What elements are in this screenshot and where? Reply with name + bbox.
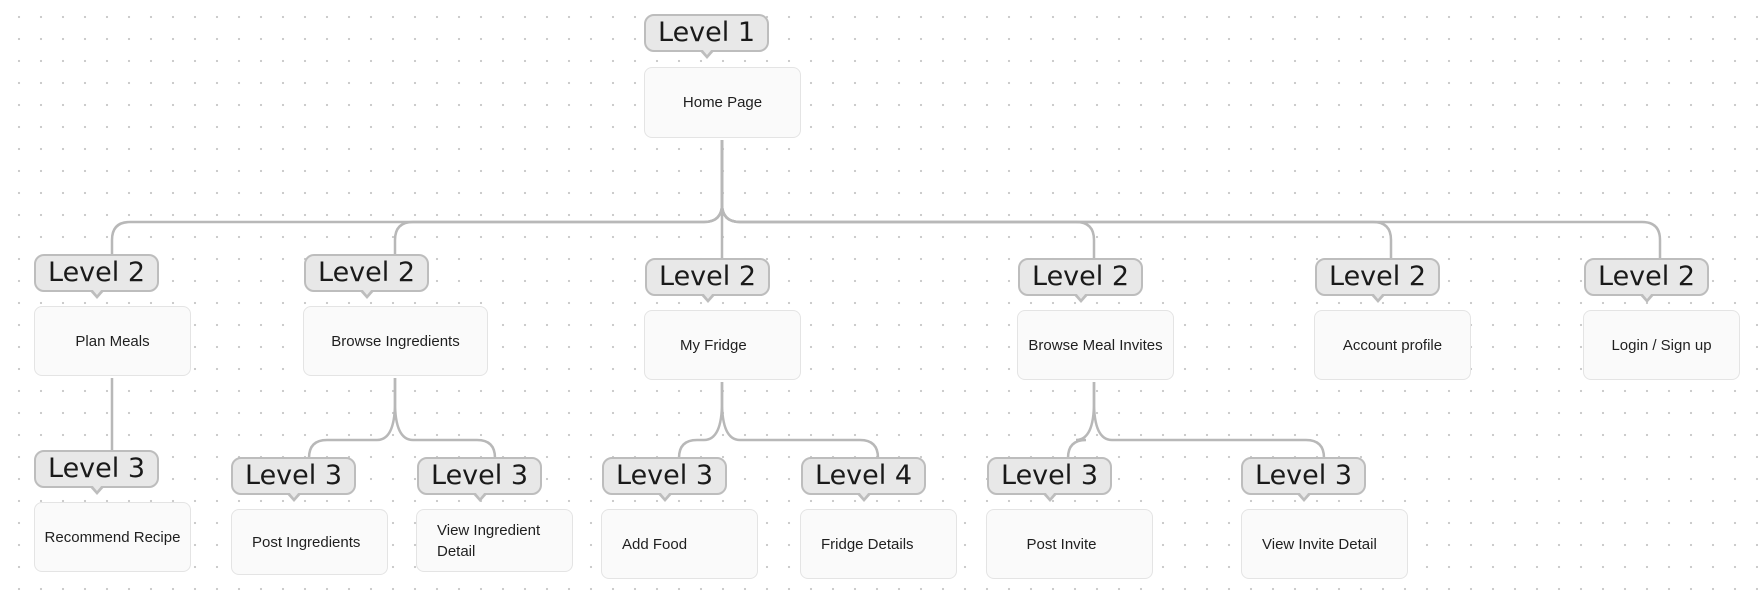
level-tag-post-invite: Level 3 bbox=[987, 457, 1113, 502]
node-plan-meals[interactable]: Plan Meals bbox=[34, 306, 191, 376]
node-recommend-recipe-label: Recommend Recipe bbox=[44, 528, 181, 546]
node-login-signup-label: Login / Sign up bbox=[1611, 336, 1712, 354]
level-tag-post-ingredients: Level 3 bbox=[231, 457, 357, 502]
node-post-ingredients[interactable]: Post Ingredients bbox=[231, 509, 388, 575]
level-tag-fridge-details: Level 4 bbox=[801, 457, 927, 502]
edge-home-browse-ingredients bbox=[393, 140, 724, 268]
edge-home-browse-meal-invites bbox=[720, 140, 1096, 272]
level-tag-browse-ingredients: Level 2 bbox=[304, 254, 430, 299]
level-tag-view-ingredient-detail: Level 3 bbox=[417, 457, 543, 502]
node-browse-meal-invites-label: Browse Meal Invites bbox=[1028, 336, 1163, 354]
node-view-ingredient-detail-label: View Ingredient Detail bbox=[437, 521, 541, 560]
node-browse-ingredients[interactable]: Browse Ingredients bbox=[303, 306, 488, 376]
level-tag-login-signup: Level 2 bbox=[1584, 258, 1710, 303]
node-post-invite[interactable]: Post Invite bbox=[986, 509, 1153, 579]
node-view-invite-detail[interactable]: View Invite Detail bbox=[1241, 509, 1408, 579]
level-tag-my-fridge: Level 2 bbox=[645, 258, 771, 303]
node-browse-meal-invites[interactable]: Browse Meal Invites bbox=[1017, 310, 1174, 380]
node-my-fridge[interactable]: My Fridge bbox=[644, 310, 801, 380]
edge-my-fridge-fridge-details bbox=[720, 382, 880, 470]
node-plan-meals-label: Plan Meals bbox=[75, 332, 150, 350]
node-fridge-details[interactable]: Fridge Details bbox=[800, 509, 957, 579]
level-tag-add-food: Level 3 bbox=[602, 457, 728, 502]
level-tag-account-profile: Level 2 bbox=[1315, 258, 1441, 303]
node-view-ingredient-detail[interactable]: View Ingredient Detail bbox=[416, 509, 573, 572]
level-tag-view-invite-detail: Level 3 bbox=[1241, 457, 1367, 502]
edge-home-account-profile bbox=[720, 140, 1393, 272]
level-tag-home: Level 1 bbox=[644, 14, 770, 59]
node-login-signup[interactable]: Login / Sign up bbox=[1583, 310, 1740, 380]
edge-browse-ingredients-view bbox=[393, 378, 497, 470]
edge-home-plan-meals bbox=[110, 140, 724, 268]
node-my-fridge-label: My Fridge bbox=[680, 336, 747, 354]
node-fridge-details-label: Fridge Details bbox=[821, 535, 914, 553]
edge-browse-ingredients-post bbox=[307, 378, 397, 470]
node-home-label: Home Page bbox=[682, 94, 763, 111]
node-account-profile-label: Account profile bbox=[1342, 336, 1443, 354]
level-tag-recommend-recipe: Level 3 bbox=[34, 450, 160, 495]
edge-invites-view-invite-detail bbox=[1092, 382, 1326, 470]
node-add-food[interactable]: Add Food bbox=[601, 509, 758, 579]
edge-home-login-signup bbox=[720, 140, 1662, 272]
level-tag-plan-meals: Level 2 bbox=[34, 254, 160, 299]
node-view-invite-detail-label: View Invite Detail bbox=[1262, 535, 1377, 553]
edge-invites-post-invite bbox=[1066, 382, 1096, 470]
level-tag-browse-meal-invites: Level 2 bbox=[1018, 258, 1144, 303]
node-account-profile[interactable]: Account profile bbox=[1314, 310, 1471, 380]
edge-my-fridge-add-food bbox=[677, 382, 724, 470]
node-browse-ingredients-label: Browse Ingredients bbox=[331, 332, 460, 350]
node-recommend-recipe[interactable]: Recommend Recipe bbox=[34, 502, 191, 572]
node-add-food-label: Add Food bbox=[622, 535, 688, 553]
node-post-ingredients-label: Post Ingredients bbox=[252, 533, 361, 551]
node-home[interactable]: Home Page bbox=[644, 67, 801, 138]
node-post-invite-label: Post Invite bbox=[1026, 535, 1097, 553]
